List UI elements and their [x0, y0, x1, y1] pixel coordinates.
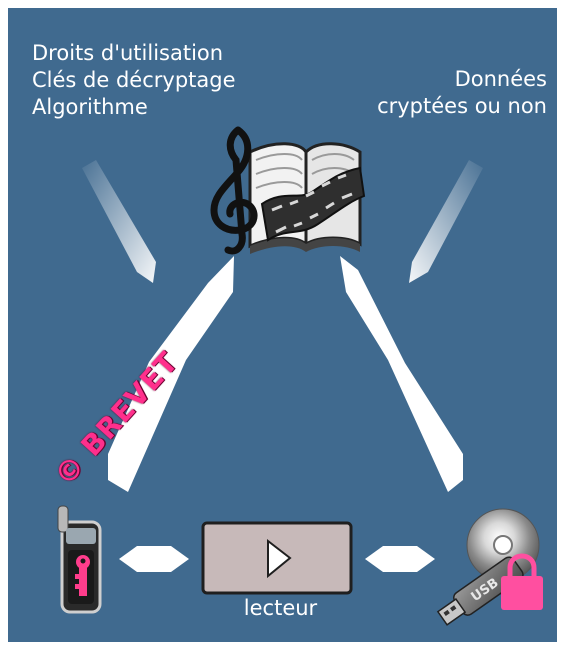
data-arrow [409, 160, 483, 283]
rights-text: Droits d'utilisation Clés de décryptage … [32, 40, 236, 121]
phone-icon [57, 505, 102, 614]
data-line-2: cryptées ou non [377, 94, 547, 118]
player-storage-arrow [365, 546, 435, 572]
right-media-arrow [340, 256, 463, 492]
rights-arrow [82, 160, 156, 283]
storage-icon: USB [436, 508, 543, 626]
rights-line-2: Clés de décryptage [32, 68, 236, 92]
player-box[interactable] [201, 521, 353, 595]
phone-player-arrow [119, 546, 189, 572]
left-media-arrow [108, 256, 234, 492]
data-line-1: Données [454, 67, 547, 91]
rights-line-1: Droits d'utilisation [32, 41, 224, 65]
rights-line-3: Algorithme [32, 95, 148, 119]
media-icon [210, 126, 366, 255]
play-icon [267, 538, 292, 579]
data-text: Données cryptées ou non [377, 66, 547, 120]
player-label: lecteur [243, 596, 318, 620]
